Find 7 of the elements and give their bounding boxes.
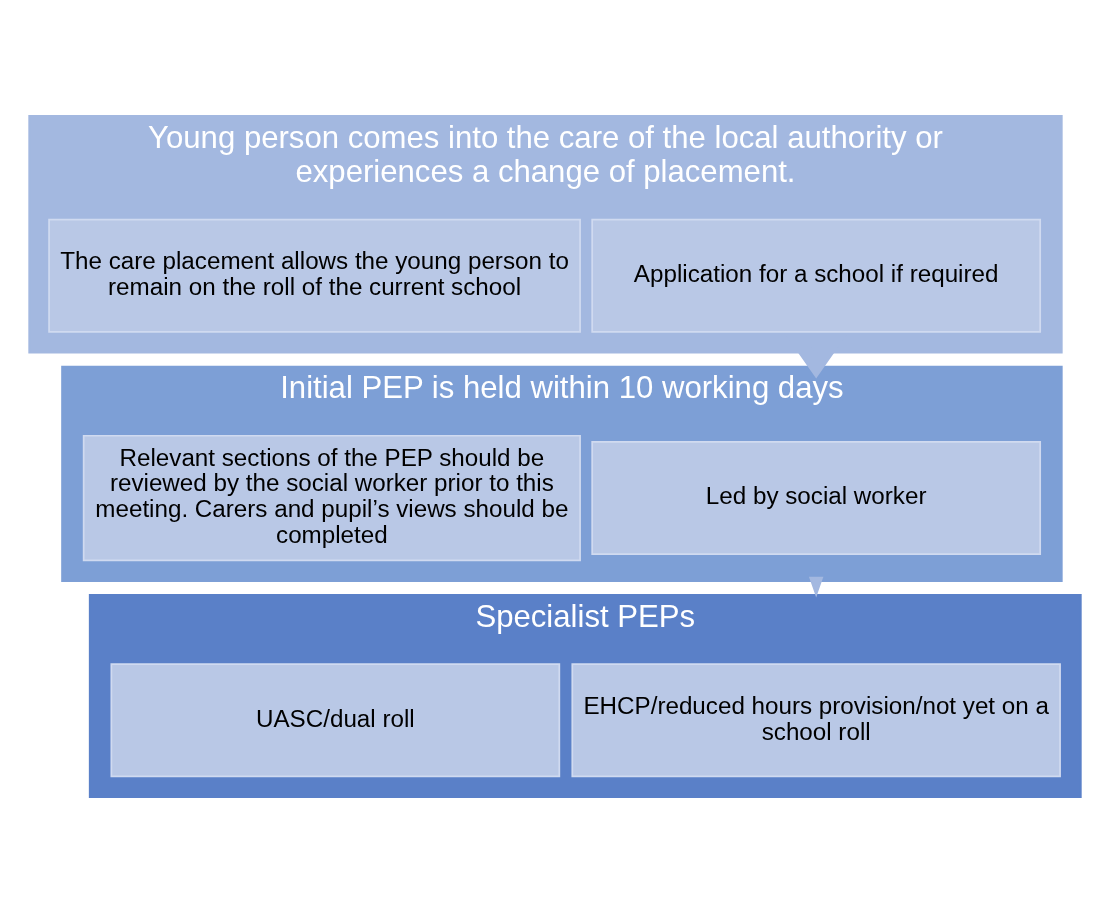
- arrow: [808, 576, 824, 598]
- node-box: Application for a school if required: [591, 218, 1042, 333]
- node-box: EHCP/reduced hours provision/not yet on a school roll: [571, 663, 1061, 778]
- node-box: The care placement allows the young person to remain on the roll of the current school: [48, 218, 581, 333]
- node-box: UASC/dual roll: [110, 663, 561, 778]
- node-box: Led by social worker: [591, 440, 1042, 556]
- node-box: Relevant sections of the PEP should be reviewed by the social worker prior to this meeting. Carers and pupil’s views should be completed: [82, 434, 581, 562]
